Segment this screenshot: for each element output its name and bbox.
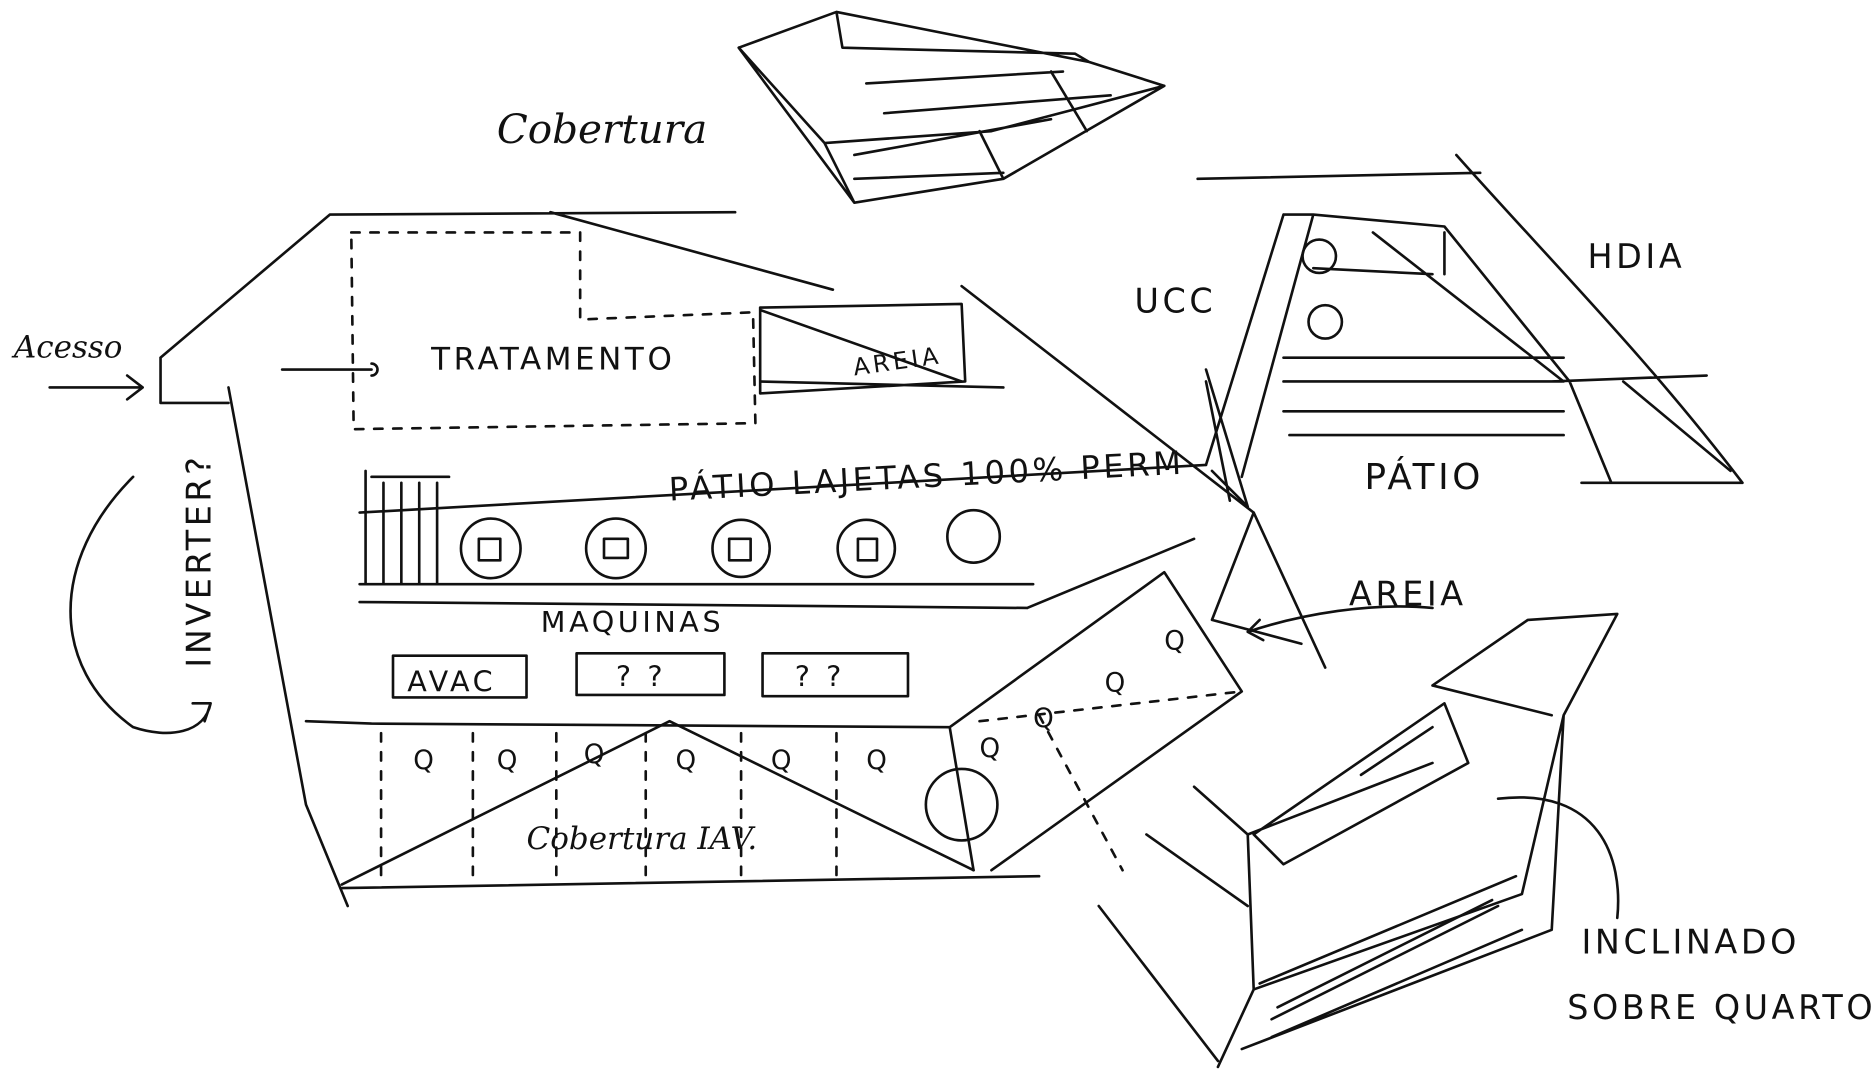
- svg-text:Q: Q: [497, 746, 521, 776]
- label-sobre-quartos: SOBRE QUARTOS: [1567, 988, 1872, 1027]
- patio-perspective-drawing: [1196, 153, 1744, 485]
- tree-symbols: [459, 508, 1002, 842]
- avac-box: [391, 654, 528, 699]
- svg-text:Q: Q: [676, 746, 700, 776]
- label-cobertura-iav: Cobertura IAV.: [527, 821, 758, 857]
- label-unknown-2: ? ?: [795, 660, 845, 694]
- label-ucc: UCC: [1134, 281, 1216, 320]
- svg-text:Q: Q: [584, 740, 608, 770]
- label-cobertura: Cobertura: [497, 105, 708, 153]
- roof-perspective-drawing: [737, 10, 1166, 204]
- label-hdia: HDIA: [1587, 237, 1685, 276]
- svg-text:Q: Q: [980, 734, 1004, 764]
- label-tratamento: TRATAMENTO: [430, 342, 675, 378]
- svg-text:Q: Q: [1033, 704, 1057, 734]
- svg-text:Q: Q: [771, 746, 795, 776]
- machine-box-1: [575, 651, 726, 697]
- label-acesso: Acesso: [11, 330, 123, 366]
- svg-text:Q: Q: [866, 746, 890, 776]
- label-unknown-1: ? ?: [616, 660, 666, 694]
- svg-text:Q: Q: [413, 746, 437, 776]
- label-inclinado: INCLINADO: [1582, 923, 1800, 962]
- svg-text:Q: Q: [1105, 668, 1129, 698]
- svg-text:Q: Q: [1164, 627, 1188, 657]
- label-maquinas: MAQUINAS: [541, 605, 724, 639]
- label-patio: PÁTIO: [1365, 456, 1484, 498]
- label-inverter: INVERTER?: [180, 454, 219, 668]
- machine-box-2: [761, 651, 910, 698]
- label-avac: AVAC: [407, 664, 496, 698]
- bedroom-roof-perspective-drawing: [1097, 612, 1620, 1069]
- label-patio-lajetas: PÁTIO LAJETAS 100% PERM: [668, 444, 1185, 509]
